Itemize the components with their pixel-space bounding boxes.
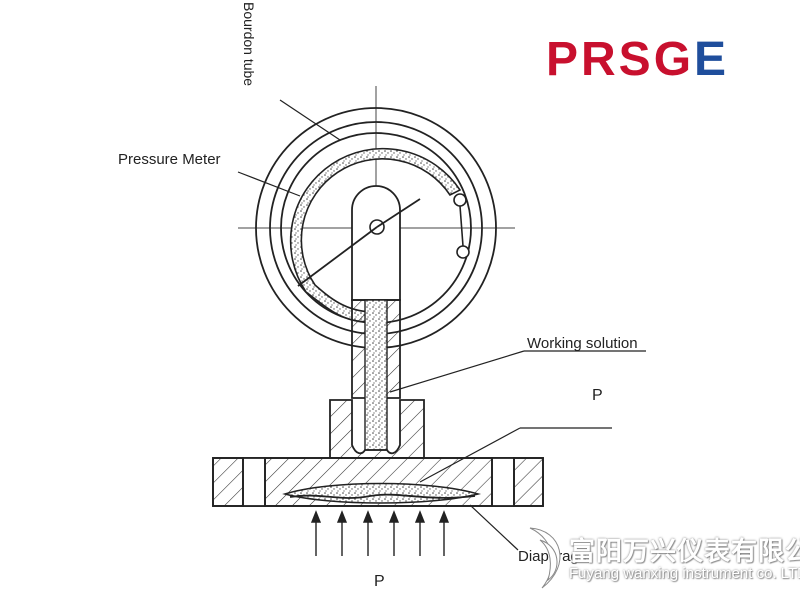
diaphragm-wave [289, 493, 476, 499]
gauge-pins [453, 193, 470, 259]
watermark-company-cn: 富阳万兴仪表有限公司 [569, 537, 800, 567]
pressure-arrows [310, 510, 450, 556]
brand-logo: PRSGE [546, 36, 729, 84]
bourdon-tube-shape [289, 147, 462, 323]
label-pressure-meter: Pressure Meter [118, 151, 221, 168]
brand-logo-blue: E [694, 33, 730, 86]
gauge-neck [351, 299, 401, 451]
watermark-company-en: Fuyang wanxing instrument co. LTD [569, 565, 800, 582]
label-pressure-bottom: P [374, 573, 385, 590]
stem-body [351, 185, 401, 301]
label-working-solution: Working solution [527, 335, 638, 352]
brand-logo-red: PRSG [546, 33, 695, 86]
upper-block [329, 399, 425, 459]
label-bourdon-tube: Bourdon tube [241, 2, 257, 86]
pointer-needle [297, 198, 421, 287]
label-pressure-top: P [592, 387, 603, 404]
leader-lines [237, 99, 646, 551]
watermark-swoosh-icon [529, 527, 561, 589]
